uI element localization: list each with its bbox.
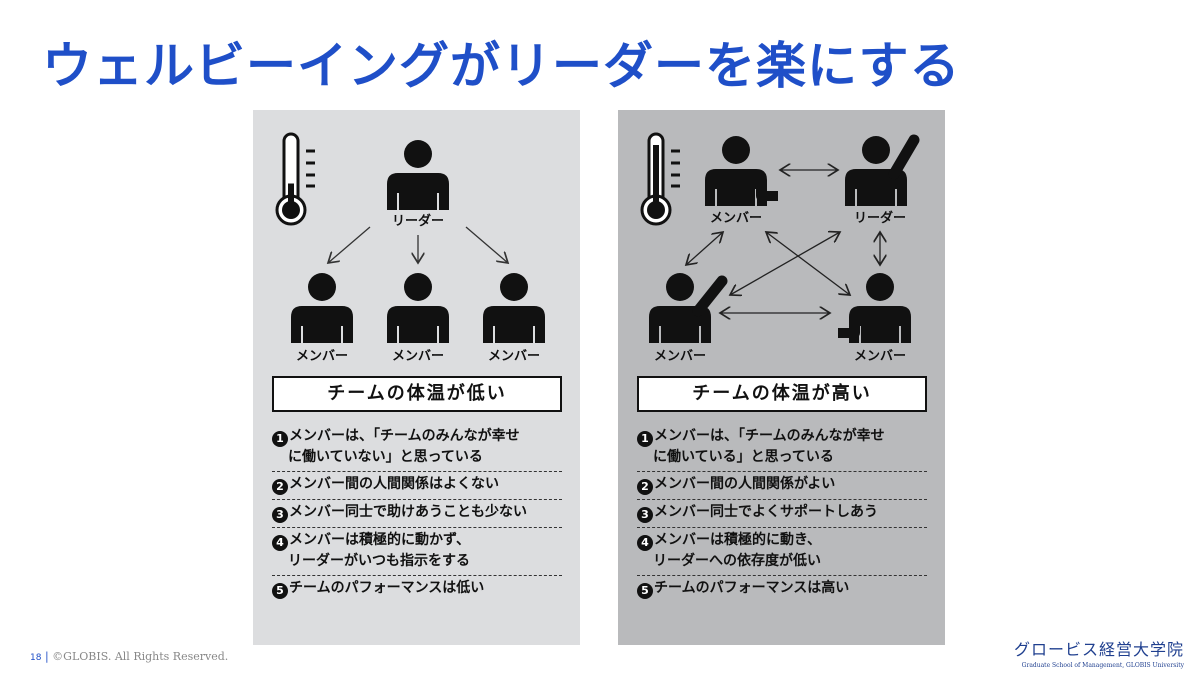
number-badge: 5 (637, 583, 653, 599)
member-label: メンバー (296, 349, 348, 364)
number-badge: 1 (637, 431, 653, 447)
arrow (686, 232, 723, 265)
number-badge: 2 (272, 479, 288, 495)
item-text: に働いていない」と思っている (288, 449, 483, 465)
leader-label: リーダー (854, 210, 906, 226)
item-text: メンバーは、「チームのみんなが幸せ (654, 428, 885, 444)
arrow (766, 232, 850, 295)
person-icon (838, 273, 911, 344)
logo-text-jp: グロービス経営大学院 (1013, 640, 1184, 659)
item-text: チームのパフォーマンスは低い (289, 580, 485, 596)
person-icon (649, 273, 728, 344)
member-label: メンバー (654, 349, 706, 364)
panel-heading-box: チームの体温が低い (272, 376, 562, 412)
arrow (328, 226, 371, 263)
thermometer-icon (275, 132, 315, 226)
item-text: リーダーへの依存度が低い (653, 553, 821, 569)
arrow (730, 232, 840, 295)
item-text: メンバーは、「チームのみんなが幸せ (289, 428, 520, 444)
logo-text-en: Graduate School of Management, GLOBIS Un… (1021, 662, 1184, 669)
slide-title: ウェルビーイングがリーダーを楽にする (42, 37, 961, 95)
item-text: メンバー間の人間関係はよくない (289, 476, 499, 492)
member-label: メンバー (392, 349, 444, 364)
person-icon (387, 140, 449, 211)
number-badge: 2 (637, 479, 653, 495)
number-badge: 3 (637, 507, 653, 523)
item-text: に働いている」と思っている (653, 449, 834, 465)
number-badge: 1 (272, 431, 288, 447)
item-text: メンバー同士でよくサポートしあう (654, 504, 878, 520)
item-text: メンバーは積極的に動かず、 (289, 532, 471, 548)
page-number: 18 (30, 653, 42, 663)
person-icon (387, 273, 449, 344)
person-icon (845, 134, 920, 207)
item-text: メンバー間の人間関係がよい (654, 476, 836, 492)
number-badge: 4 (272, 535, 288, 551)
item-text: リーダーがいつも指示をする (288, 553, 470, 569)
item-text: メンバーは積極的に動き、 (654, 532, 822, 548)
number-badge: 5 (272, 583, 288, 599)
person-icon (705, 136, 778, 207)
panel-heading-box: チームの体温が高い (637, 376, 927, 412)
number-badge: 3 (272, 507, 288, 523)
leader-label: リーダー (392, 213, 444, 229)
thermometer-icon (640, 132, 680, 226)
item-text: メンバー同士で助けあうことも少ない (289, 504, 527, 520)
globis-logo: グロービス経営大学院 Graduate School of Management… (1014, 636, 1184, 669)
person-icon (291, 273, 353, 344)
person-icon (483, 273, 545, 344)
network-diagram: メンバー リーダー メンバー メンバー (640, 132, 920, 364)
arrow (465, 226, 508, 263)
copyright: ©GLOBIS. All Rights Reserved. (52, 650, 229, 663)
member-label: メンバー (854, 349, 906, 364)
item-text: チームのパフォーマンスは高い (654, 580, 850, 596)
member-label: メンバー (710, 211, 762, 226)
member-label: メンバー (488, 349, 540, 364)
number-badge: 4 (637, 535, 653, 551)
hierarchy-diagram: リーダー メンバー メンバー メンバー (275, 132, 545, 364)
footer: 18 | ©GLOBIS. All Rights Reserved. (30, 650, 229, 663)
